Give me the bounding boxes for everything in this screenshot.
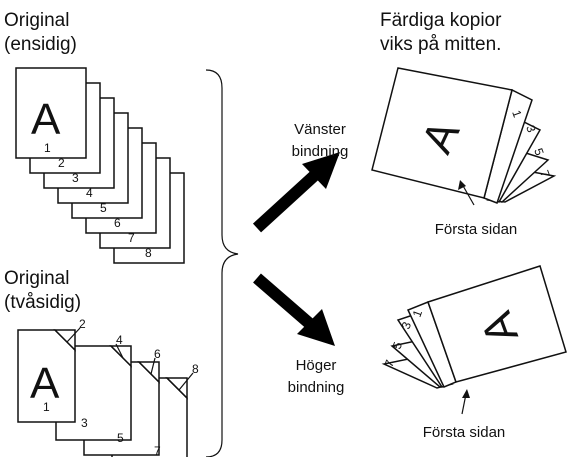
left-binding-label-line2: bindning [292,143,349,160]
left-booklet-num-7: 7 [537,168,553,179]
simplex-num-5: 5 [100,201,107,215]
duplex-front-num-3: 3 [81,416,88,430]
result-label-line2: viks på mitten. [380,34,501,55]
right-booklet-num-3: 3 [399,320,415,331]
simplex-num-6: 6 [114,216,121,230]
right-binding-label-line2: bindning [288,379,345,396]
left-booklet-num-5: 5 [531,146,547,157]
duplex-label-line2: (tvåsidig) [4,292,81,313]
right-booklet-num-1: 1 [410,308,426,319]
simplex-num-1: 1 [44,141,51,155]
left-booklet-num-1: 1 [509,108,525,119]
simplex-sheet-1 [15,67,87,159]
duplex-page-letter: A [30,359,60,408]
simplex-page-letter: A [31,95,61,144]
right-binding-arrow [253,273,335,346]
right-booklet-front [427,265,567,383]
left-booklet-first-page-label: Första sidan [435,221,518,238]
simplex-stack: A 1 2 3 4 5 6 7 8 [15,67,185,264]
right-booklet: A 1 3 5 7 [381,265,567,415]
left-booklet: A 1 3 5 7 [371,67,557,206]
right-booklet-first-page-label: Första sidan [423,424,506,441]
duplex-front-num-7: 7 [154,444,161,457]
left-booklet-front [371,67,513,199]
right-booklet-num-7: 7 [382,358,398,369]
simplex-num-7: 7 [128,231,135,245]
duplex-front-num-1: 1 [43,400,50,414]
duplex-back-num-2: 2 [79,317,86,331]
right-binding-label-line1: Höger [296,357,337,374]
duplex-label-line1: Original [4,268,69,289]
simplex-num-2: 2 [58,156,65,170]
duplex-sheet-1 [17,329,76,423]
duplex-back-num-4: 4 [116,333,123,347]
result-label-line1: Färdiga kopior [380,10,502,31]
left-binding-label-line1: Vänster [294,121,346,138]
duplex-front-num-5: 5 [117,431,124,445]
right-booklet-num-5: 5 [390,340,406,351]
simplex-num-4: 4 [86,186,93,200]
simplex-label-line1: Original [4,10,69,31]
simplex-num-8: 8 [145,246,152,260]
simplex-num-3: 3 [72,171,79,185]
simplex-label-line2: (ensidig) [4,34,77,55]
left-binding-arrow [252,152,340,233]
left-booklet-num-3: 3 [523,123,539,134]
duplex-back-num-8: 8 [192,362,199,376]
duplex-back-num-6: 6 [154,347,161,361]
group-brace [205,69,239,457]
duplex-stack: A 1 3 5 7 2 4 6 8 [17,317,199,457]
